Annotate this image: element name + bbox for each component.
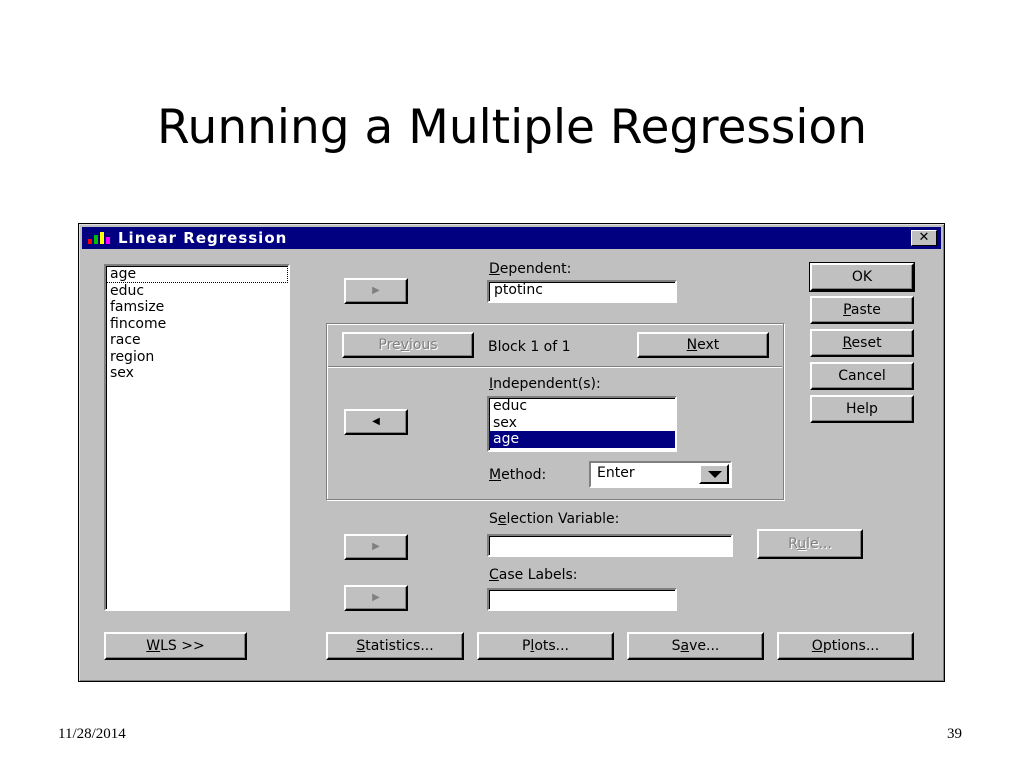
ok-button[interactable]: OK [809,262,915,292]
list-item[interactable]: race [110,332,141,348]
left-arrow-icon: ◀ [372,416,380,427]
paste-button[interactable]: Paste [810,296,914,324]
list-item[interactable]: educ [493,398,528,414]
list-item[interactable]: region [110,348,155,365]
list-item[interactable]: famsize [110,299,165,315]
save-button[interactable]: Save... [627,632,764,660]
selection-variable-label: Selection Variable: [489,511,620,527]
spss-app-icon [88,231,114,245]
statistics-button[interactable]: Statistics... [326,632,464,660]
independents-arrow-button[interactable]: ◀ [344,409,408,435]
list-item[interactable]: sex [110,365,134,381]
dependent-label: Dependent: [489,261,572,277]
block-group [326,323,784,500]
wls-button[interactable]: WLS >> [104,632,247,660]
selection-variable-field[interactable] [487,534,733,557]
case-labels-label: Case Labels: [489,567,578,583]
plots-button[interactable]: Plots... [477,632,614,660]
case-labels-field[interactable] [487,588,677,611]
list-item[interactable]: age [489,431,675,448]
next-button[interactable]: Next [637,332,769,358]
dialog-titlebar[interactable]: Linear Regression ✕ [82,227,941,249]
list-item[interactable]: fincome [110,315,167,332]
reset-button[interactable]: Reset [810,329,914,357]
slide-date: 11/28/2014 [58,726,126,742]
options-button[interactable]: Options... [777,632,914,660]
method-value: Enter [597,465,635,481]
close-icon: ✕ [918,230,930,245]
right-arrow-icon: ▶ [372,285,380,296]
list-item[interactable]: age [106,266,288,283]
cancel-button[interactable]: Cancel [810,362,914,390]
help-button[interactable]: Help [810,395,914,423]
selection-arrow-button[interactable]: ▶ [344,534,408,560]
list-item[interactable]: educ [110,282,145,299]
slide-page-number: 39 [947,726,962,742]
slide-title: Running a Multiple Regression [157,100,867,155]
method-label: Method: [489,467,547,483]
independents-label: Independent(s): [489,376,601,392]
right-arrow-icon: ▶ [372,541,380,552]
rule-button[interactable]: Rule... [757,529,863,559]
right-arrow-icon: ▶ [372,592,380,603]
method-dropdown[interactable]: Enter [589,461,732,488]
close-button[interactable]: ✕ [911,230,937,246]
chevron-down-icon[interactable] [699,464,729,484]
dialog-title: Linear Regression [118,229,288,247]
dependent-arrow-button[interactable]: ▶ [344,278,408,304]
case-labels-arrow-button[interactable]: ▶ [344,585,408,611]
previous-button[interactable]: Previous [342,332,474,358]
block-divider [328,366,782,368]
block-status: Block 1 of 1 [488,339,571,355]
list-item[interactable]: sex [493,414,517,431]
dependent-field[interactable]: ptotinc [487,280,677,303]
